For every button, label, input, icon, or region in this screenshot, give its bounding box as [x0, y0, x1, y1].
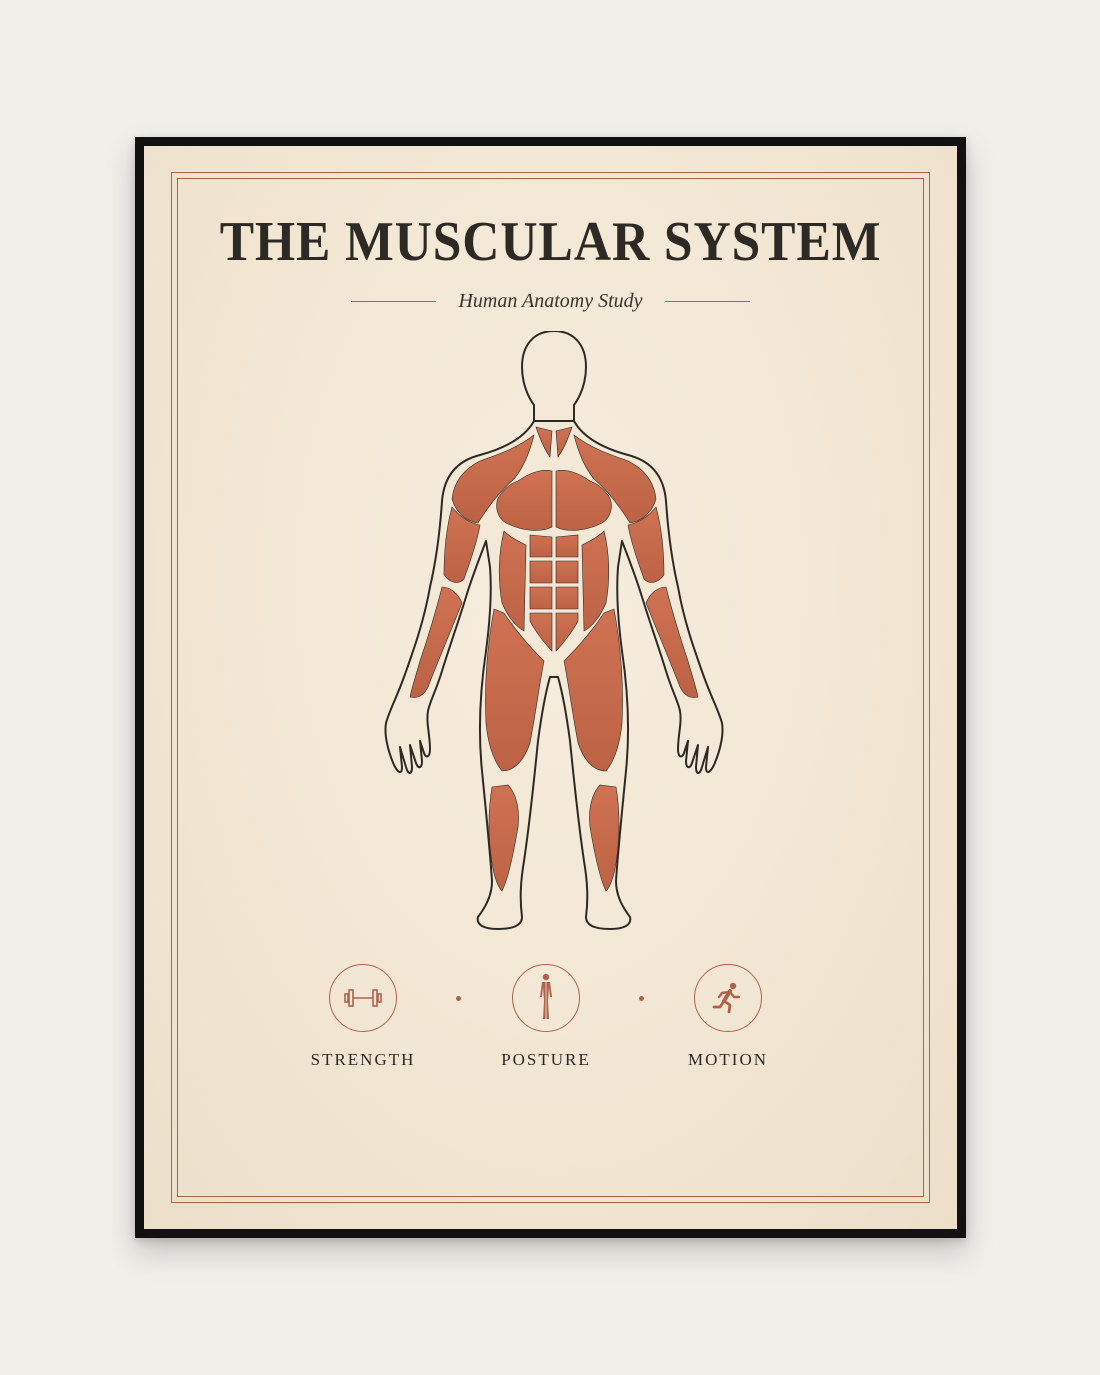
separator-dot [456, 996, 461, 1001]
strength-badge [329, 964, 397, 1032]
feature-label-posture: POSTURE [501, 1050, 591, 1069]
muscular-figure-illustration [384, 331, 724, 930]
features-row [144, 964, 957, 1034]
subtitle-rule-right [664, 300, 750, 302]
subtitle-rule-left [351, 300, 437, 302]
subtitle-row: Human Anatomy Study [144, 289, 957, 313]
decorative-border-inner [177, 178, 924, 1197]
separator-dot [639, 996, 644, 1001]
poster-title: THE MUSCULAR SYSTEM [219, 211, 882, 273]
motion-badge [694, 964, 762, 1032]
posture-badge [512, 964, 580, 1032]
running-figure-icon [712, 982, 741, 1014]
muscle-groups [409, 426, 699, 892]
decorative-border-outer [171, 172, 930, 1203]
standing-figure-icon [540, 973, 552, 1019]
poster-frame: THE MUSCULAR SYSTEM Human Anatomy Study [135, 137, 966, 1238]
feature-label-strength: STRENGTH [310, 1050, 416, 1069]
feature-label-motion: MOTION [688, 1050, 768, 1069]
poster-paper: THE MUSCULAR SYSTEM Human Anatomy Study [144, 146, 957, 1229]
dumbbell-icon [344, 989, 382, 1007]
poster-subtitle: Human Anatomy Study [458, 289, 643, 312]
